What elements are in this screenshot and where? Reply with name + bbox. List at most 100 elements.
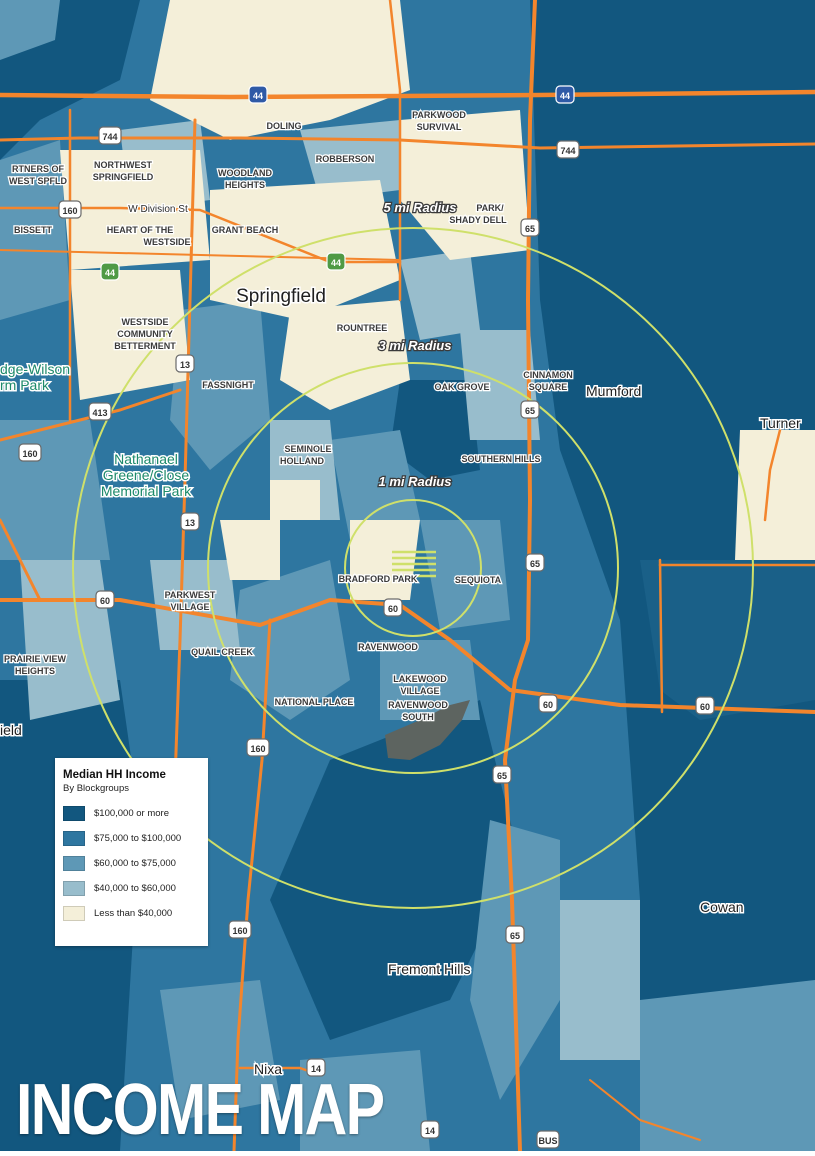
blockgroup bbox=[0, 0, 60, 60]
highway-shield-icon: 44 bbox=[248, 85, 268, 104]
neighborhood-label: WESTSIDE bbox=[121, 317, 168, 327]
page-title: INCOME MAP bbox=[16, 1070, 385, 1150]
highway-shield-icon: 160 bbox=[228, 920, 252, 939]
road-744 bbox=[0, 136, 815, 150]
neighborhood-label: BETTERMENT bbox=[114, 341, 176, 351]
park-label: Nathanael bbox=[114, 451, 178, 467]
ring-3mi bbox=[207, 362, 619, 774]
highway-shield-label: 44 bbox=[105, 268, 115, 278]
neighborhood-label: RAVENWOOD bbox=[388, 700, 448, 710]
neighborhood-label: VILLAGE bbox=[170, 602, 209, 612]
highway-shield-icon: BUS bbox=[536, 1130, 560, 1149]
blockgroup bbox=[170, 300, 270, 470]
highway-shield-label: 160 bbox=[22, 449, 37, 459]
city-label: Nixa bbox=[254, 1061, 282, 1077]
blockgroup bbox=[150, 0, 410, 140]
highway-shield-icon: 160 bbox=[246, 738, 270, 757]
blockgroup bbox=[280, 300, 410, 410]
blockgroup bbox=[230, 560, 350, 720]
legend-item: $100,000 or more bbox=[63, 801, 200, 826]
blockgroup bbox=[0, 140, 70, 320]
highway-shield-label: 744 bbox=[102, 132, 117, 142]
ring-1mi bbox=[344, 499, 482, 637]
legend-item: $40,000 to $60,000 bbox=[63, 876, 200, 901]
highway-shield-label: 160 bbox=[232, 926, 247, 936]
highway-shield-label: 44 bbox=[560, 91, 570, 101]
legend-subtitle: By Blockgroups bbox=[63, 783, 130, 794]
road-south-east bbox=[589, 1079, 701, 1141]
site-marker bbox=[392, 550, 436, 578]
road-13 bbox=[173, 118, 197, 782]
legend-swatch bbox=[63, 881, 85, 896]
blockgroup bbox=[270, 480, 320, 520]
blockgroup bbox=[390, 380, 480, 480]
blockgroup bbox=[330, 430, 420, 540]
neighborhood-label: CINNAMON bbox=[523, 370, 573, 380]
blockgroup bbox=[160, 980, 280, 1120]
road-east-vertical bbox=[658, 558, 664, 714]
blockgroup bbox=[70, 270, 190, 400]
highway-shield-label: 14 bbox=[311, 1064, 321, 1074]
neighborhood-label: RTNERS OF bbox=[12, 164, 65, 174]
legend-item: Less than $40,000 bbox=[63, 901, 200, 926]
neighborhood-label: GRANT BEACH bbox=[212, 225, 279, 235]
blockgroup bbox=[560, 900, 640, 1060]
neighborhood-label: SEMINOLE bbox=[284, 444, 331, 454]
legend-swatch bbox=[63, 831, 85, 846]
blockgroup bbox=[400, 250, 480, 340]
neighborhood-label: HEART OF THE bbox=[107, 225, 174, 235]
city-label: Fremont Hills bbox=[388, 961, 470, 977]
blockgroup bbox=[380, 640, 480, 720]
legend-label: $60,000 to $75,000 bbox=[94, 858, 176, 869]
highway-shield-icon: 413 bbox=[88, 402, 112, 421]
legend-title: Median HH Income bbox=[63, 769, 166, 781]
neighborhood-label: SPRINGFIELD bbox=[93, 172, 154, 182]
blockgroup bbox=[210, 180, 400, 320]
blockgroup bbox=[270, 700, 520, 1040]
city-label: Springfield bbox=[236, 286, 326, 307]
legend-label: $75,000 to $100,000 bbox=[94, 833, 182, 844]
ring-5mi bbox=[72, 227, 754, 909]
highway-shield-label: 160 bbox=[250, 744, 265, 754]
radius-label: 5 mi Radius bbox=[384, 200, 457, 215]
city-label: Cowan bbox=[700, 899, 744, 915]
highway-shield-icon: 160 bbox=[58, 200, 82, 219]
highway-shield-icon: 14 bbox=[420, 1120, 440, 1139]
neighborhood-label: NORTHWEST bbox=[94, 160, 152, 170]
highway-shield-label: 65 bbox=[510, 931, 520, 941]
highway-shield-icon: 65 bbox=[520, 400, 540, 419]
road-160 bbox=[232, 618, 272, 1151]
neighborhood-label: PRAIRIE VIEW bbox=[4, 654, 67, 664]
highway-shield-label: 13 bbox=[180, 360, 190, 370]
neighborhood-label: BISSETT bbox=[14, 225, 53, 235]
neighborhood-label: HEIGHTS bbox=[15, 666, 55, 676]
neighborhood-label: OAK GROVE bbox=[434, 382, 489, 392]
blockgroup bbox=[640, 560, 815, 720]
legend-label: $40,000 to $60,000 bbox=[94, 883, 176, 894]
highway-shield-icon: 60 bbox=[95, 590, 115, 609]
neighborhood-label: RAVENWOOD bbox=[358, 642, 418, 652]
neighborhood-label: BRADFORD PARK bbox=[339, 574, 418, 584]
blockgroup bbox=[460, 330, 540, 440]
blockgroup bbox=[220, 520, 280, 580]
highway-shield-icon: 14 bbox=[306, 1058, 326, 1077]
neighborhood-label: PARKWOOD bbox=[412, 110, 466, 120]
legend-label: Less than $40,000 bbox=[94, 908, 173, 919]
neighborhood-label: SOUTHERN HILLS bbox=[461, 454, 540, 464]
highway-shield-label: 65 bbox=[530, 559, 540, 569]
road-65 bbox=[503, 0, 537, 1151]
highway-shield-icon: 60 bbox=[695, 696, 715, 715]
highway-shield-label: 65 bbox=[525, 224, 535, 234]
park-label: rm Park bbox=[0, 377, 50, 393]
highway-shield-icon: 60 bbox=[538, 694, 558, 713]
neighborhood-label: ROBBERSON bbox=[316, 154, 375, 164]
city-label: ield bbox=[0, 722, 22, 738]
highway-shield-label: 13 bbox=[185, 518, 195, 528]
neighborhood-label: QUAIL CREEK bbox=[191, 647, 253, 657]
neighborhood-label: HEIGHTS bbox=[225, 180, 265, 190]
